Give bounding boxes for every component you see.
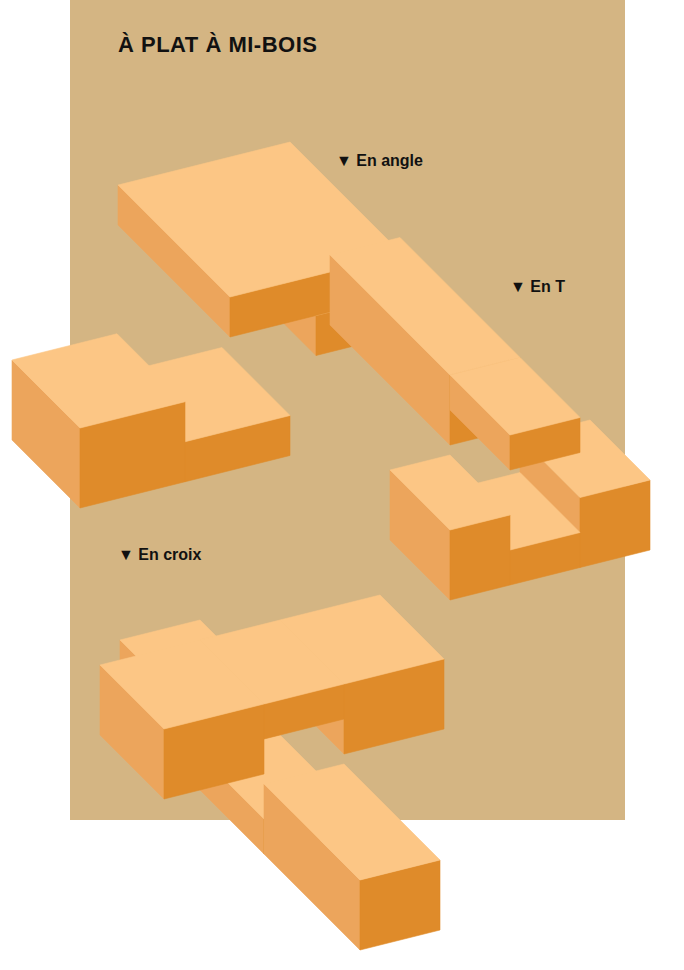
joint-drawings (12, 142, 650, 950)
cross-joint (100, 595, 444, 950)
block-top-face (100, 640, 264, 729)
label-holder: ▼ En angle (336, 152, 423, 170)
block-top-face (450, 358, 580, 436)
block-top-face (390, 455, 510, 530)
label-holder: ▼ En croix (118, 546, 201, 564)
diagram-title: À PLAT À MI-BOIS (118, 32, 317, 57)
tee-joint (330, 238, 650, 601)
joint-label: ▼ En croix (118, 546, 201, 563)
label-holder: ▼ En T (510, 278, 565, 296)
background-panel (70, 0, 625, 820)
block-top-face (264, 764, 440, 880)
joint-label: ▼ En T (510, 278, 565, 295)
block-top-face (330, 238, 520, 376)
joint-label: ▼ En angle (336, 152, 423, 169)
title-holder: À PLAT À MI-BOIS (118, 32, 317, 58)
block-top-face (12, 334, 185, 428)
